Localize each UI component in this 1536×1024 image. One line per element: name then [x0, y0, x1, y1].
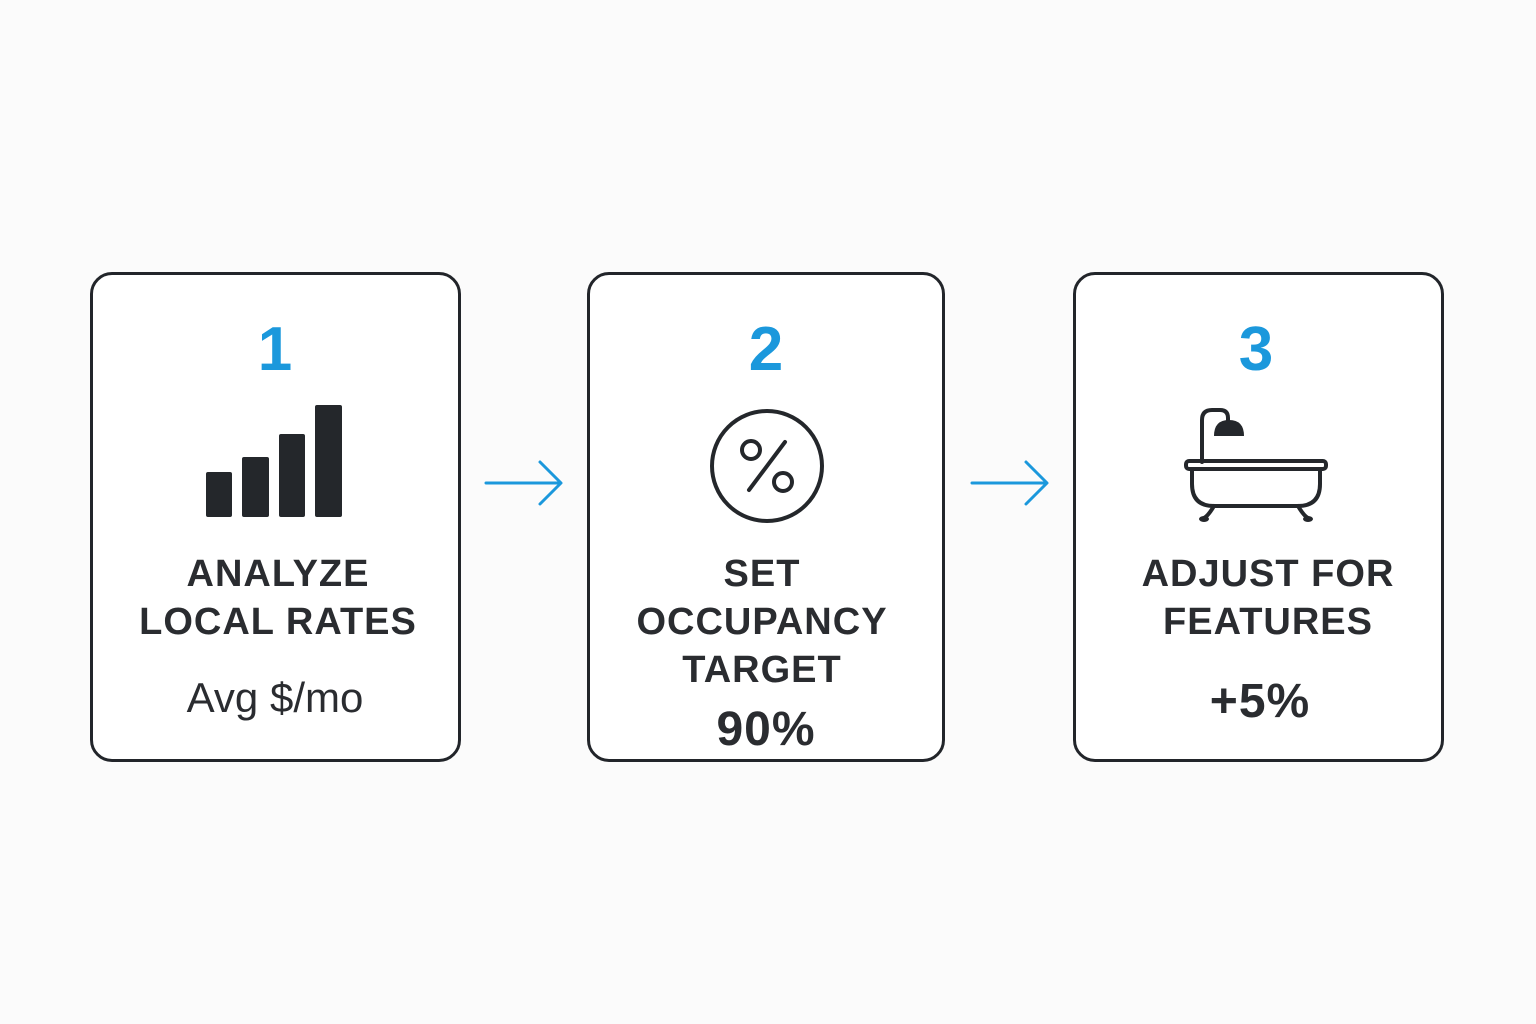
step-card-2 — [587, 272, 945, 762]
bar-chart-icon — [206, 405, 342, 517]
step-title-3-line-2: FEATURES — [1163, 601, 1373, 643]
arrow-right-icon — [484, 460, 563, 506]
step-card-3 — [1073, 272, 1444, 762]
step-number-2: 2 — [748, 315, 784, 384]
step-title-3-line-1: ADJUST FOR — [1141, 553, 1395, 595]
step-title-1-line-1: ANALYZE — [186, 553, 370, 595]
percent-circle-icon — [710, 409, 824, 523]
step-title-2-line-2: OCCUPANCY — [636, 601, 888, 643]
step-title-1-line-2: LOCAL RATES — [139, 601, 417, 643]
bathtub-icon — [1184, 408, 1328, 522]
step-number-1: 1 — [257, 315, 293, 384]
arrow-right-icon — [970, 460, 1049, 506]
step-title-3: ADJUST FOR FEATURES — [1098, 550, 1438, 646]
step-title-2: SET OCCUPANCY TARGET — [592, 550, 932, 694]
step-value-2: 90% — [716, 703, 816, 756]
step-title-1: ANALYZE LOCAL RATES — [108, 550, 448, 646]
step-title-2-line-1: SET — [723, 553, 801, 595]
step-value-3: +5% — [1209, 675, 1311, 728]
step-card-1 — [90, 272, 461, 762]
step-value-1: Avg $/mo — [186, 674, 364, 721]
step-title-2-line-3: TARGET — [682, 649, 842, 691]
step-number-3: 3 — [1238, 315, 1274, 384]
